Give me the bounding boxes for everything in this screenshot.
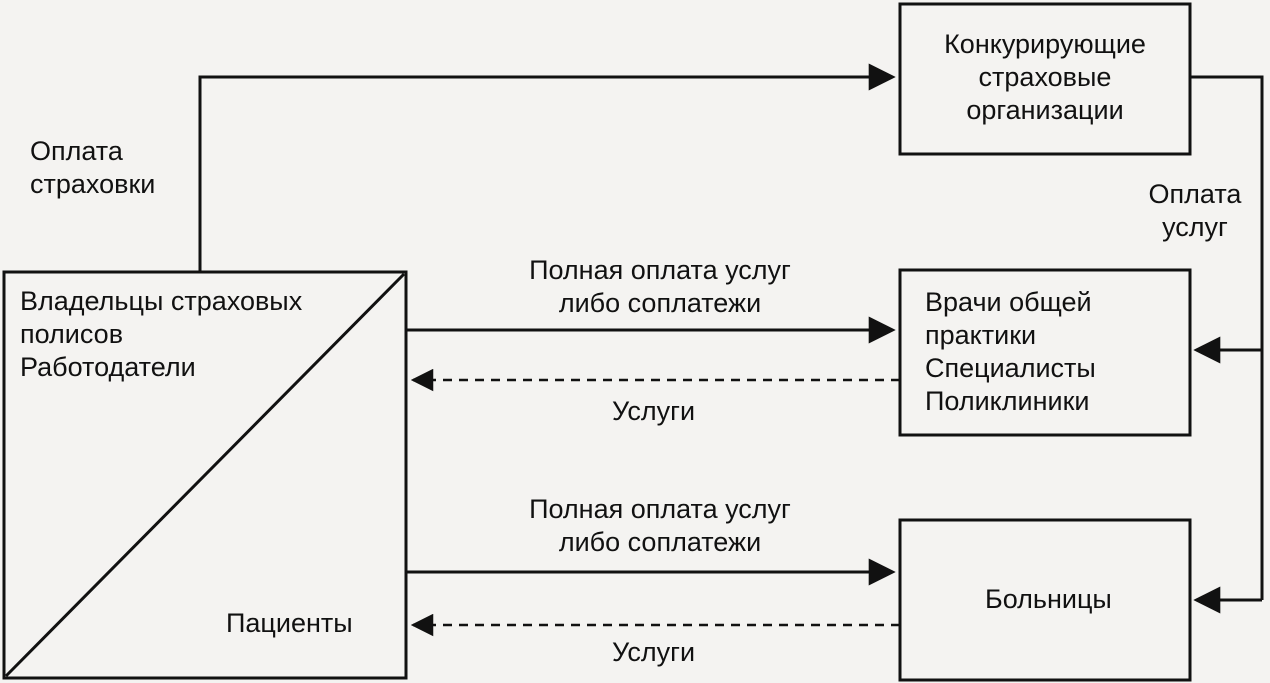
insurers-label: Конкурирующие страховые организации <box>900 28 1190 127</box>
insurance-payment-arrow <box>198 63 896 272</box>
doctors-box <box>898 268 1192 437</box>
services-payment-label: Оплата услуг <box>1130 178 1260 244</box>
payment-label-bottom-line1: Полная оплата услуг <box>529 494 791 524</box>
insurers-label-line1: Конкурирующие <box>944 29 1146 59</box>
services-label-bottom: Услуги <box>612 637 696 667</box>
doctors-label: Врачи общей практики Специалисты Поликли… <box>925 286 1096 418</box>
owners-box <box>2 270 408 680</box>
insurance-payment-label-line1: Оплата <box>30 136 123 166</box>
hospitals-label: Больницы <box>985 584 1112 614</box>
payment-label-bottom: Полная оплата услуг либо соплатежи <box>470 493 850 559</box>
owners-box-diagonal <box>4 272 406 678</box>
insurance-payment-label: Оплата страховки <box>30 135 155 201</box>
patients-label: Пациенты <box>226 608 353 638</box>
owners-label-line1: Владельцы страховых <box>20 286 303 316</box>
owners-label: Владельцы страховых полисов Работодатели <box>20 285 302 384</box>
hospitals-box <box>898 518 1192 682</box>
insurers-label-line2: страховые <box>978 62 1112 92</box>
doctors-label-line3: Специалисты <box>925 353 1096 383</box>
owners-label-line2: полисов <box>20 319 124 349</box>
doctors-label-line1: Врачи общей <box>925 287 1092 317</box>
payment-label-top-line2: либо соплатежи <box>558 288 762 318</box>
doctors-label-line4: Поликлиники <box>925 386 1090 416</box>
insurance-payment-label-line2: страховки <box>30 169 156 199</box>
insurers-box <box>898 2 1192 156</box>
doctors-label-line2: практики <box>925 320 1037 350</box>
services-payment-label-line1: Оплата <box>1148 179 1242 209</box>
payment-label-bottom-line2: либо соплатежи <box>558 527 762 557</box>
insurers-label-line3: организации <box>966 95 1124 125</box>
payment-label-top-line1: Полная оплата услуг <box>529 255 791 285</box>
payment-label-top: Полная оплата услуг либо соплатежи <box>470 254 850 320</box>
owners-label-line3: Работодатели <box>20 352 196 382</box>
services-payment-label-line2: услуг <box>1162 212 1228 242</box>
services-payment-line <box>1190 75 1264 600</box>
services-label-top: Услуги <box>612 396 696 426</box>
